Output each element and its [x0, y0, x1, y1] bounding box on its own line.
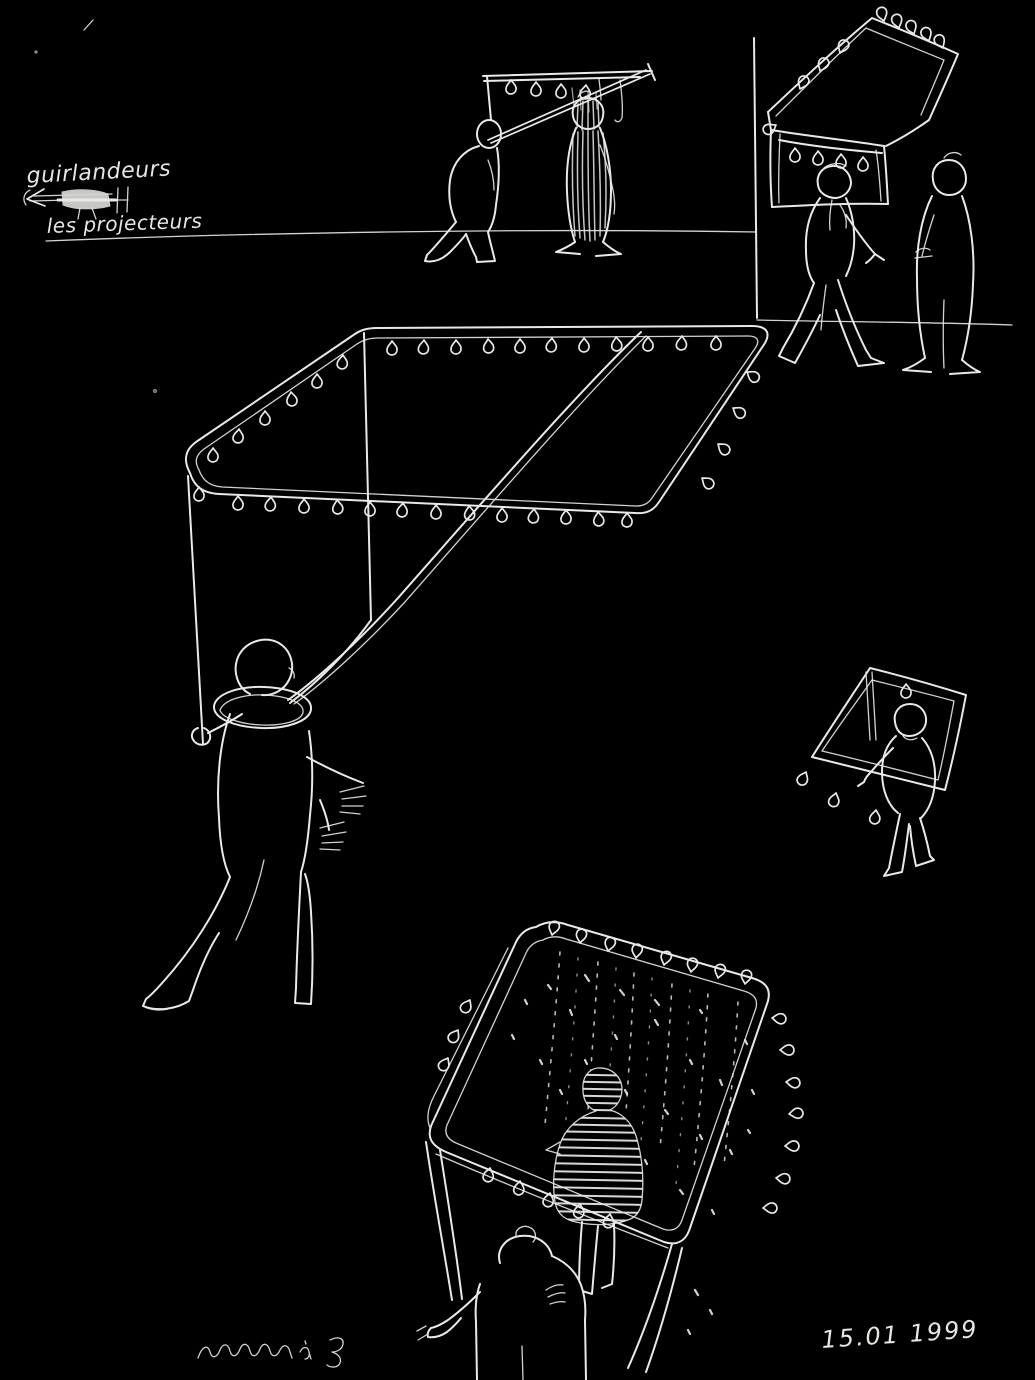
garland-bulb-icon [729, 403, 749, 421]
garland-bulb-icon [298, 498, 310, 514]
garland-bulb-icon [386, 340, 398, 356]
garland-bulb-icon [560, 509, 572, 525]
wall-corner-line [753, 37, 758, 319]
garland-bulb-icon [712, 962, 728, 981]
garland-bulb-icon [770, 1012, 788, 1026]
figure-small-back [857, 703, 937, 877]
garland-bulb-icon [555, 83, 567, 99]
garland-bulb-icon [364, 501, 376, 517]
garland-bulb-icon [789, 147, 801, 163]
canopy-frame [184, 325, 769, 745]
garland-bulb-icon [311, 373, 323, 389]
figure-walker-box [778, 162, 885, 367]
tilted-garland-box [760, 5, 959, 208]
garland-bulb-icon [285, 390, 299, 408]
light-shower-streaks [510, 951, 756, 1336]
garland-bulb-icon [710, 335, 722, 351]
garland-bulb-icon [685, 956, 700, 974]
garland-bulb-icon [774, 1172, 792, 1186]
garland-bulb-icon [697, 473, 717, 492]
garland-bulb-icon [784, 1140, 800, 1152]
floor-line-right [756, 319, 1013, 326]
garland-bulbs [760, 5, 949, 172]
garland-bulb-icon [263, 495, 277, 513]
garland-bulb-icon [784, 1076, 802, 1090]
garland-bulb-icon [430, 504, 442, 520]
small-frame [811, 667, 967, 791]
garland-bulb-icon [457, 996, 476, 1016]
date-text: 15.01 1999 [820, 1315, 979, 1354]
garland-bulb-icon [450, 339, 462, 355]
garland-bulb-icon [514, 338, 526, 354]
canopy-braces [212, 331, 647, 730]
garland-bulb-icon [868, 808, 882, 826]
signature-scribble [197, 1337, 344, 1368]
garland-bulb-icon [642, 336, 654, 352]
stray-marks [34, 19, 157, 393]
garland-bulb-icon [505, 79, 517, 95]
garland-bulb-icon [232, 495, 244, 511]
garland-bulb-icon [544, 336, 558, 354]
garland-bulb-icon [794, 769, 812, 788]
garland-bulb-icon [481, 1166, 496, 1184]
garland-bulb-icon [675, 334, 688, 352]
projectors-label: les projecteurs [46, 209, 202, 238]
garland-bulb-icon [417, 338, 430, 356]
garland-bulb-icon [779, 1044, 795, 1056]
garland-bulb-icon [496, 507, 508, 523]
garland-bulb-icon [621, 512, 633, 528]
garland-bulb-icon [395, 501, 409, 519]
garland-bulb-icon [762, 1202, 778, 1214]
garland-bulb-icon [231, 427, 245, 445]
garland-bulb-icon [512, 1179, 526, 1197]
garland-bulb-icon [445, 1026, 464, 1046]
garland-bulb-icon [578, 337, 590, 353]
garland-bulb-icon [812, 150, 824, 166]
garland-bulb-icon [482, 337, 495, 355]
scene-small-frame-figure [794, 667, 967, 877]
annotation-block: guirlandeurs les projecteurs [23, 156, 203, 238]
garland-bulb-icon [918, 25, 935, 44]
scene-garland-bar-carrier [424, 63, 656, 263]
garland-bulb-icon [826, 790, 842, 809]
struck-word-scribble [23, 186, 129, 220]
garland-bulb-icon [331, 498, 345, 516]
scene-corner-figures [760, 5, 981, 375]
figure-hooded-carrier [416, 1225, 587, 1380]
garland-bulb-icon [592, 510, 606, 528]
figure-hatch-stripes [553, 1073, 643, 1222]
garland-bulb-icon [527, 507, 540, 525]
scene-large-canopy-carrier [142, 325, 769, 1011]
garland-bulb-icon [610, 335, 624, 353]
garland-bulb-icon [259, 410, 271, 426]
garland-bulb-icon [530, 81, 542, 97]
garland-bulb-icon [903, 18, 920, 37]
figure-under-light [555, 90, 622, 257]
figure-stander-right [902, 151, 981, 375]
figure-walker-left [424, 119, 502, 263]
garland-bulb-icon [713, 439, 733, 458]
canopy-left-leg [187, 475, 204, 745]
garland-label: guirlandeurs [26, 156, 172, 189]
garland-bulb-icon [900, 683, 912, 699]
scene-light-shower-frame [416, 919, 805, 1380]
floor-line-left [45, 229, 757, 242]
garland-bulb-icon [857, 156, 869, 172]
garland-bulb-icon [207, 447, 219, 463]
figure-striped-inside [545, 1067, 644, 1295]
figure-carrier [142, 638, 367, 1011]
neck-loop [212, 685, 312, 730]
shower-frame [425, 921, 770, 1373]
garland-bulb-icon [541, 1191, 556, 1209]
garland-bulb-icon [787, 1106, 805, 1120]
